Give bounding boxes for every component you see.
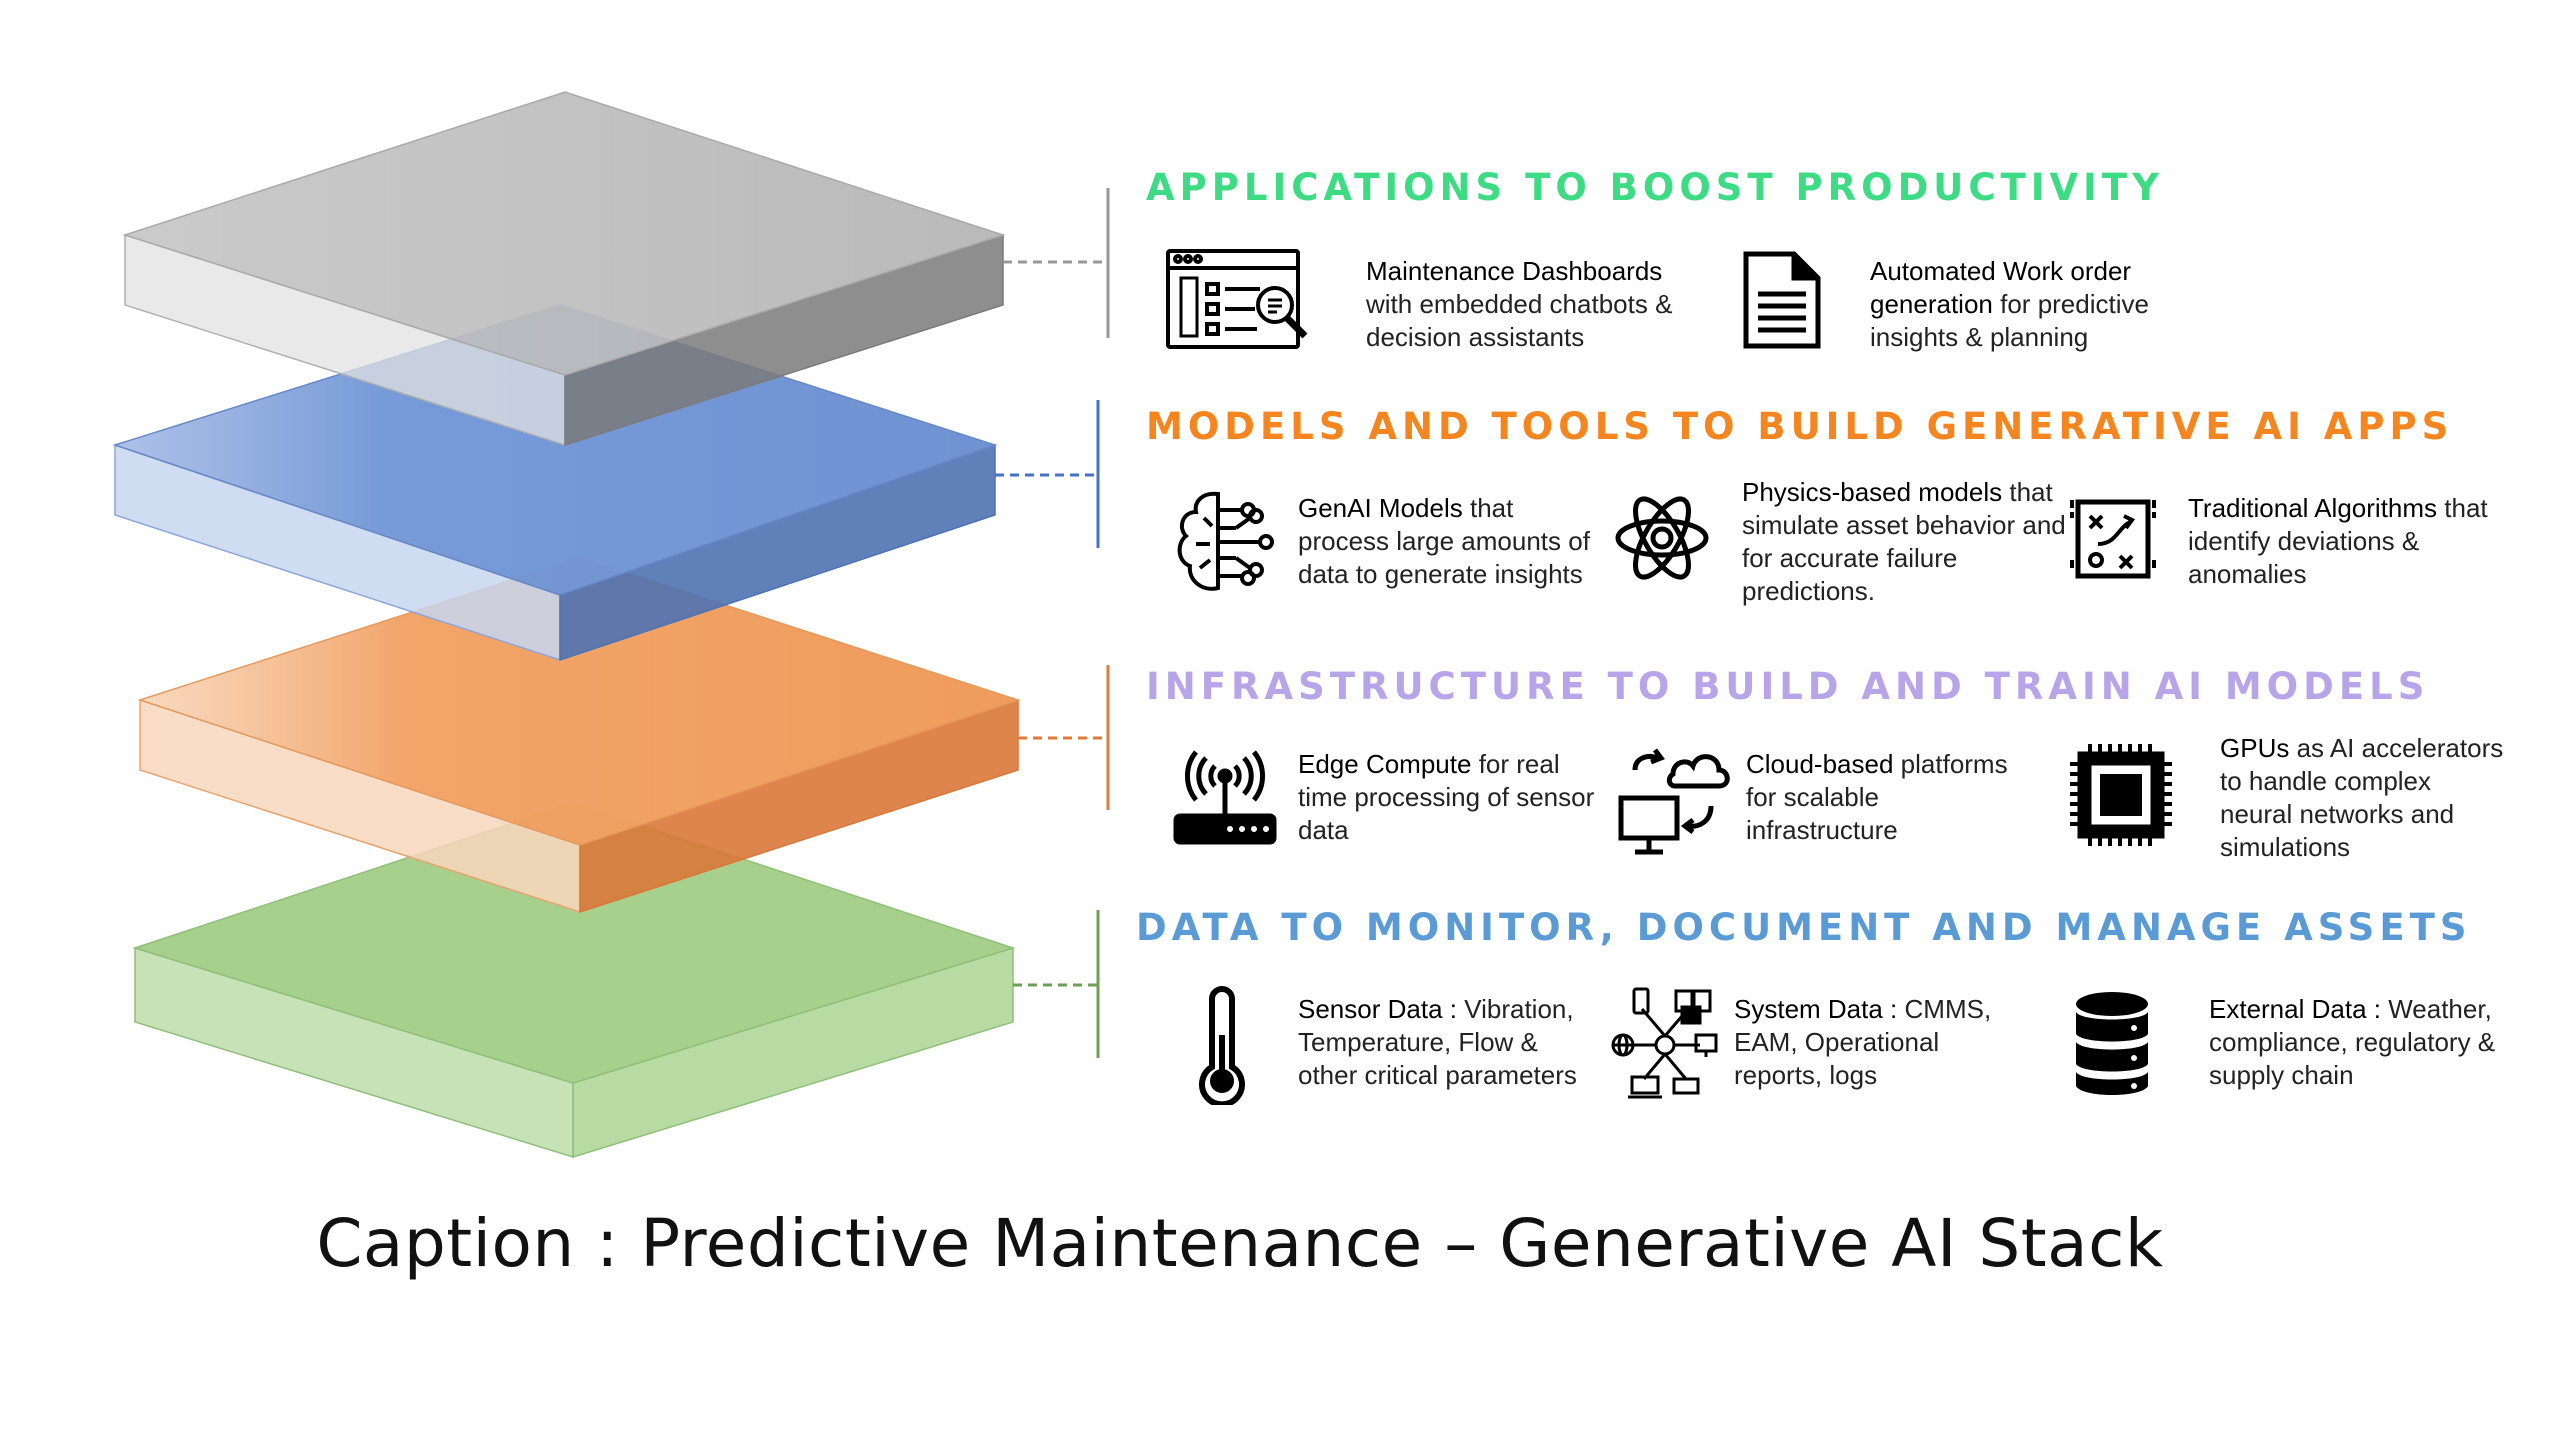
network-devices-icon — [1610, 985, 1720, 1105]
thermometer-icon — [1186, 985, 1266, 1105]
item-description: with embedded chatbots & decision assist… — [1366, 289, 1673, 352]
gpu-chip-icon — [2066, 740, 2176, 850]
item-title: GenAI Models — [1298, 493, 1463, 523]
item-title: Automated Work order generation — [1870, 256, 2132, 319]
data-heading: DATA TO MONITOR, DOCUMENT AND MANAGE ASS… — [1136, 906, 2472, 949]
ai-brain-icon — [1170, 488, 1280, 598]
item-title: External Data : — [2209, 994, 2381, 1024]
item-description: Weather, compliance, regulatory & supply… — [2209, 994, 2496, 1090]
item-description: platforms for scalable infrastructure — [1746, 749, 2008, 845]
item-title: Maintenance Dashboards — [1366, 256, 1663, 286]
item-description: CMMS, EAM, Operational reports, logs — [1734, 994, 1992, 1090]
item-title: Sensor Data : — [1298, 994, 1457, 1024]
edge-router-icon — [1170, 748, 1280, 858]
applications-layer-slab — [122, 91, 1006, 447]
item-description: Vibration, Temperature, Flow & other cri… — [1298, 994, 1577, 1090]
item-description: that process large amounts of data to ge… — [1298, 493, 1590, 589]
atom-icon — [1612, 488, 1712, 588]
item-title: GPUs — [2220, 733, 2290, 763]
infrastructure-layer-slab — [137, 557, 1021, 914]
item-title: Traditional Algorithms — [2188, 493, 2438, 523]
item-description: that identify deviations & anomalies — [2188, 493, 2488, 589]
item-description: as AI accelerators to handle complex neu… — [2220, 733, 2504, 862]
infrastructure-heading: INFRASTRUCTURE TO BUILD AND TRAIN AI MOD… — [1146, 665, 2430, 708]
item-description: for real time processing of sensor data — [1298, 749, 1595, 845]
models-heading: MODELS AND TOOLS TO BUILD GENERATIVE AI … — [1146, 405, 2454, 448]
document-icon — [1742, 250, 1822, 350]
item-description: that simulate asset behavior and for acc… — [1742, 477, 2066, 606]
applications-heading: APPLICATIONS TO BOOST PRODUCTIVITY — [1146, 166, 2164, 209]
cloud-computer-icon — [1615, 740, 1735, 860]
dashboard-search-icon — [1165, 248, 1315, 358]
database-icon — [2072, 990, 2152, 1100]
item-title: Cloud-based — [1746, 749, 1894, 779]
item-description: for predictive insights & planning — [1870, 289, 2149, 352]
item-title: System Data : — [1734, 994, 1898, 1024]
figure-caption: Caption : Predictive Maintenance – Gener… — [316, 1205, 2164, 1282]
algorithm-board-icon — [2068, 488, 2158, 588]
item-title: Physics-based models — [1742, 477, 2003, 507]
item-title: Edge Compute — [1298, 749, 1472, 779]
